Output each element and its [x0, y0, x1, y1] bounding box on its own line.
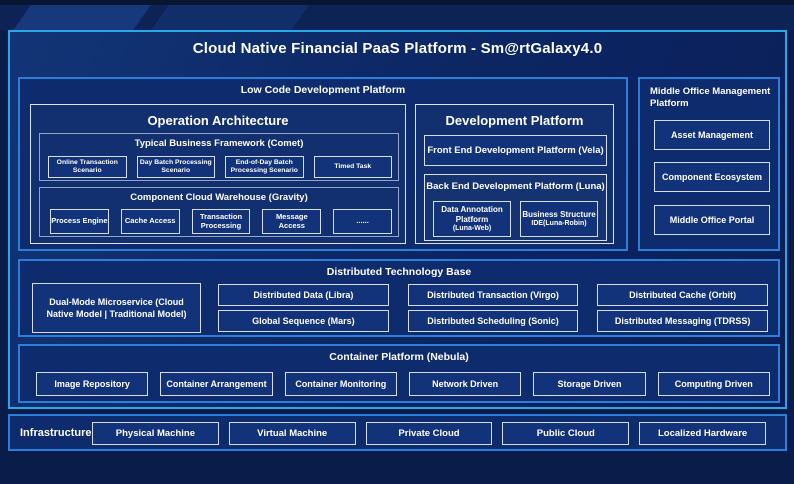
- section-infrastructure: Infrastructure Physical Machine Virtual …: [8, 414, 787, 451]
- operation-architecture-title: Operation Architecture: [147, 113, 289, 128]
- box-transaction-processing: Transaction Processing: [191, 209, 251, 234]
- box-component-ecosystem: Component Ecosystem: [654, 162, 770, 192]
- business-structure-name: Business Structure: [522, 209, 596, 219]
- box-network-driven: Network Driven: [408, 372, 522, 396]
- box-virtual-machine: Virtual Machine: [228, 422, 356, 445]
- container-platform-items: Image Repository Container Arrangement C…: [36, 372, 770, 396]
- box-storage-driven: Storage Driven: [533, 372, 646, 396]
- box-physical-machine: Physical Machine: [92, 422, 219, 445]
- group-component-cloud-warehouse: Component Cloud Warehouse (Gravity) Proc…: [39, 187, 399, 237]
- box-distributed-transaction-virgo: Distributed Transaction (Virgo): [407, 284, 579, 306]
- infrastructure-label: Infrastructure: [20, 426, 92, 439]
- middle-office-platform-label: Middle Office Management Platform: [650, 86, 771, 110]
- box-private-cloud: Private Cloud: [365, 422, 493, 445]
- box-online-transaction-scenario: Online Transaction Scenario: [48, 156, 127, 178]
- group-back-end-development-platform: Back End Development Platform (Luna) Dat…: [424, 174, 607, 241]
- box-image-repository: Image Repository: [36, 372, 149, 396]
- box-process-engine: Process Engine: [50, 209, 109, 234]
- box-public-cloud: Public Cloud: [502, 422, 630, 445]
- data-annotation-platform-subtitle: (Luna-Web): [452, 224, 492, 232]
- development-platform-title: Development Platform: [445, 113, 584, 128]
- section-container-platform: Container Platform (Nebula) Image Reposi…: [18, 344, 780, 403]
- page-title: Cloud Native Financial PaaS Platform - S…: [192, 40, 603, 57]
- section-distributed-technology-base: Distributed Technology Base Dual-Mode Mi…: [18, 259, 780, 337]
- section-middle-office-management-platform: Middle Office Management Platform Asset …: [638, 77, 780, 251]
- box-front-end-development-platform: Front End Development Platform (Vela): [424, 135, 607, 166]
- panel-operation-architecture: Operation Architecture Typical Business …: [30, 104, 406, 244]
- top-dark-line: [0, 0, 794, 5]
- typical-business-framework-label: Typical Business Framework (Comet): [134, 138, 304, 149]
- box-distributed-scheduling-sonic: Distributed Scheduling (Sonic): [407, 310, 579, 332]
- box-middle-office-portal: Middle Office Portal: [654, 205, 770, 235]
- main-frame: Cloud Native Financial PaaS Platform - S…: [8, 30, 787, 409]
- box-distributed-data-libra: Distributed Data (Libra): [218, 284, 389, 306]
- component-cloud-warehouse-items: Process Engine Cache Access Transaction …: [50, 209, 392, 234]
- low-code-platform-label: Low Code Development Platform: [240, 84, 406, 96]
- box-localized-hardware: Localized Hardware: [639, 422, 766, 445]
- component-cloud-warehouse-label: Component Cloud Warehouse (Gravity): [130, 192, 308, 203]
- group-typical-business-framework: Typical Business Framework (Comet) Onlin…: [39, 133, 399, 181]
- box-container-monitoring: Container Monitoring: [284, 372, 397, 396]
- data-annotation-platform-name: Data Annotation Platform: [441, 204, 503, 224]
- infrastructure-items: Physical Machine Virtual Machine Private…: [92, 422, 766, 445]
- box-data-annotation-platform: Data Annotation Platform (Luna-Web): [433, 201, 511, 237]
- section-low-code-development-platform: Low Code Development Platform Operation …: [18, 77, 628, 251]
- box-message-access: Message Access: [262, 209, 322, 234]
- diagonal-decoration: [151, 5, 309, 30]
- box-distributed-messaging-tdrss: Distributed Messaging (TDRSS): [597, 310, 768, 332]
- typical-business-framework-items: Online Transaction Scenario Day Batch Pr…: [48, 156, 392, 178]
- box-end-of-day-batch-processing-scenario: End-of-Day Batch Processing Scenario: [225, 156, 304, 178]
- box-distributed-cache-orbit: Distributed Cache (Orbit): [597, 284, 768, 306]
- box-computing-driven: Computing Driven: [657, 372, 770, 396]
- box-dual-mode-microservice: Dual-Mode Microservice (Cloud Native Mod…: [32, 283, 201, 333]
- box-timed-task: Timed Task: [313, 156, 392, 178]
- box-cache-access: Cache Access: [120, 209, 180, 234]
- box-container-arrangement: Container Arrangement: [160, 372, 273, 396]
- box-day-batch-processing-scenario: Day Batch Processing Scenario: [136, 156, 215, 178]
- box-ellipsis: ......: [333, 209, 392, 234]
- back-end-platform-label: Back End Development Platform (Luna): [426, 181, 605, 192]
- top-decoration-strip: [0, 0, 794, 30]
- box-business-structure-ide: Business Structure IDE(Luna-Robin): [520, 201, 598, 237]
- distributed-items-grid: Distributed Data (Libra) Distributed Tra…: [218, 284, 768, 332]
- panel-development-platform: Development Platform Front End Developme…: [415, 104, 614, 244]
- business-structure-subtitle: IDE(Luna-Robin): [531, 219, 587, 227]
- box-asset-management: Asset Management: [654, 120, 770, 150]
- back-end-platform-items: Data Annotation Platform (Luna-Web) Busi…: [433, 201, 598, 237]
- container-platform-label: Container Platform (Nebula): [329, 351, 469, 363]
- box-global-sequence-mars: Global Sequence (Mars): [218, 310, 389, 332]
- diagonal-decoration: [13, 5, 151, 30]
- distributed-technology-base-label: Distributed Technology Base: [326, 266, 472, 278]
